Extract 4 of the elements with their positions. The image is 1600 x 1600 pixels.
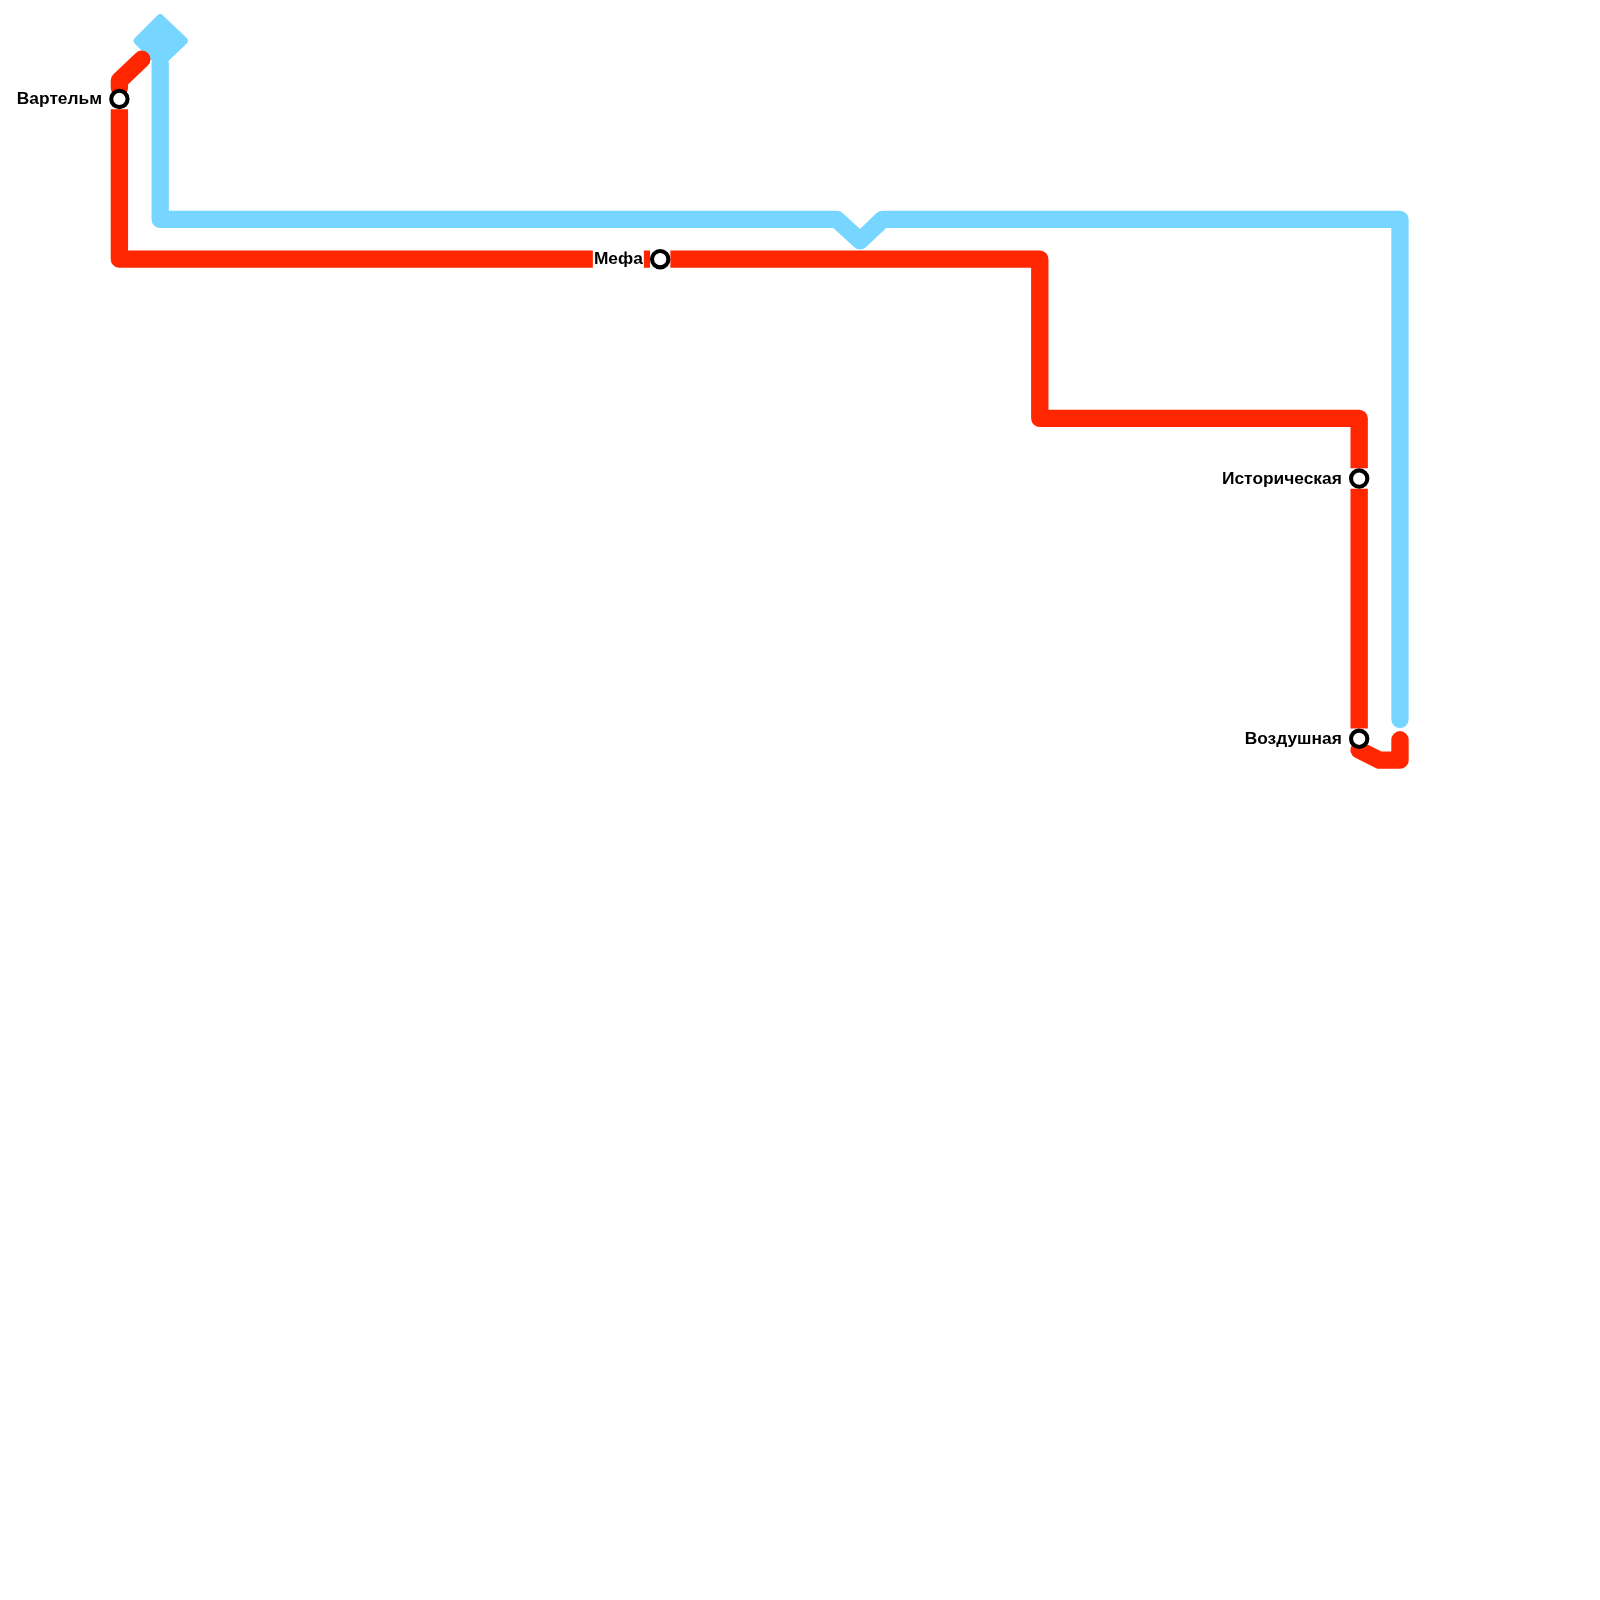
metro-line (110, 109, 650, 268)
station-name: Мефа (592, 249, 644, 270)
metro-line (1350, 488, 1368, 729)
metro-line (670, 250, 1368, 469)
